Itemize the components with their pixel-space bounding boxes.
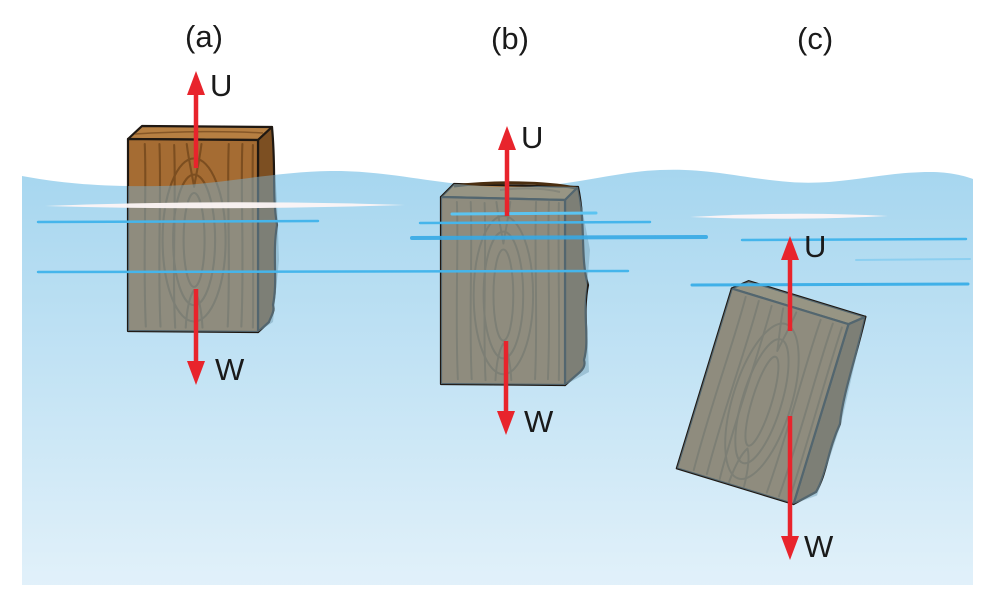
upthrust-arrow-b-head (498, 126, 516, 150)
weight-label-b: W (524, 404, 554, 439)
ripple-line (410, 235, 708, 240)
foam-streak-left (45, 202, 405, 209)
ripple-line (855, 258, 971, 261)
upthrust-arrow-a (187, 71, 205, 168)
ripple-line (418, 220, 652, 225)
upthrust-arrow-a-head (187, 71, 205, 95)
weight-arrow-a (187, 289, 205, 385)
weight-arrow-b-head (497, 411, 515, 435)
upthrust-label-c: U (804, 229, 826, 264)
ripple-line (36, 219, 320, 224)
ripple-line (740, 237, 968, 242)
ripple-line (450, 211, 598, 216)
weight-label-a: W (215, 352, 245, 387)
panel-label-c: (c) (797, 21, 833, 56)
upthrust-arrow-b (498, 126, 516, 216)
figure-labels: (a) (b) (c) U W U W U W (185, 19, 834, 564)
panel-label-b: (b) (491, 21, 529, 56)
ripple-line (690, 282, 970, 287)
upthrust-arrow-c-head (781, 236, 799, 260)
weight-arrow-c (781, 416, 799, 560)
panel-label-a: (a) (185, 19, 223, 54)
foam-streak-right (690, 213, 888, 219)
surface-ripples (36, 202, 971, 287)
weight-arrow-a-head (187, 361, 205, 385)
weight-arrow-b (497, 341, 515, 435)
upthrust-label-a: U (210, 68, 232, 103)
upthrust-arrow-c (781, 236, 799, 331)
upthrust-label-b: U (521, 120, 543, 155)
weight-arrow-c-head (781, 536, 799, 560)
ripple-line (36, 269, 630, 274)
block-b-top-edge (453, 181, 577, 190)
weight-label-c: W (804, 529, 834, 564)
block-a-top-grain (134, 130, 264, 135)
